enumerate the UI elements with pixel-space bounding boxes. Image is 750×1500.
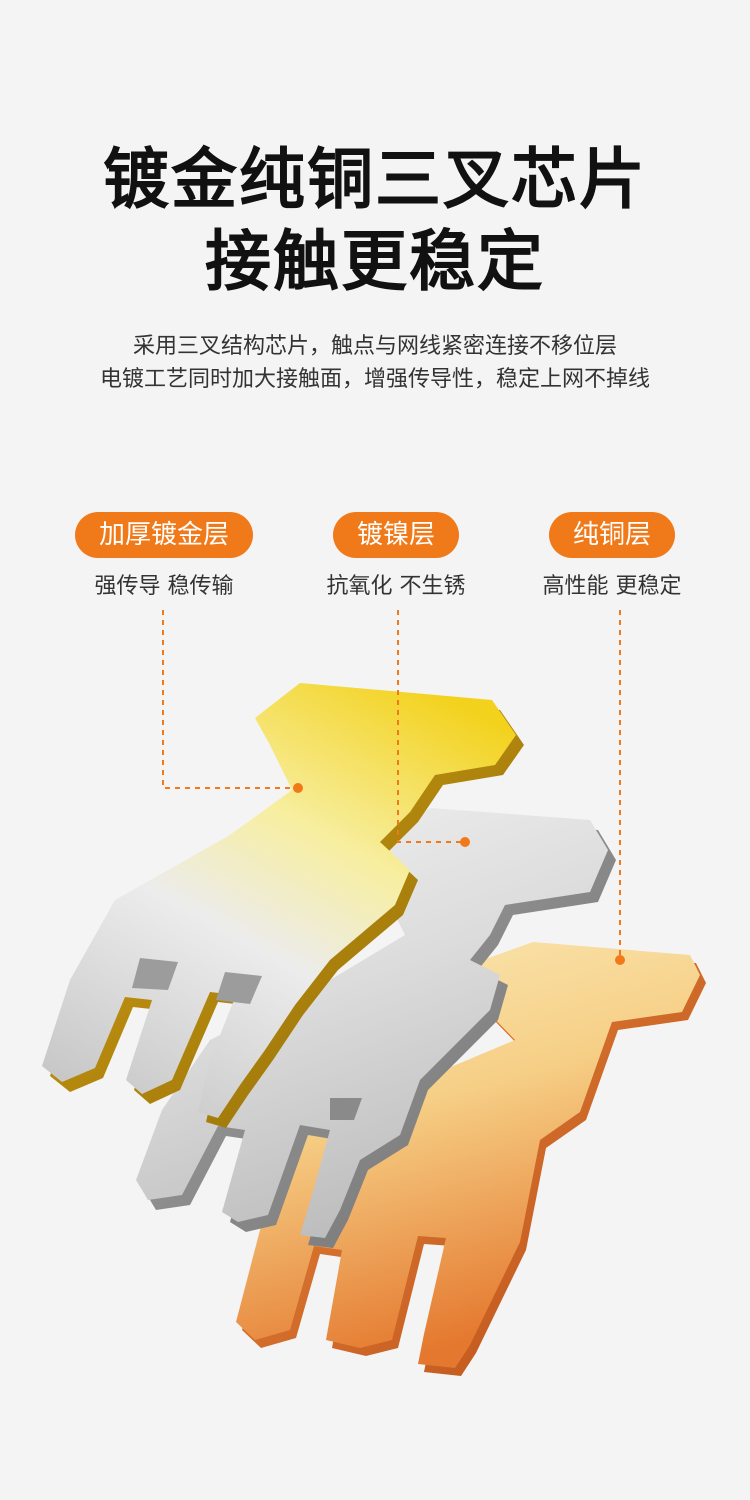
nickel-plate [136,808,616,1248]
chip-layers-illustration [42,610,706,1376]
copper-plate [236,942,706,1376]
headline-line-1: 镀金纯铜三叉芯片 [103,141,647,218]
leader-line-copper [615,610,625,965]
headline-line-2: 接触更稳定 [205,223,545,300]
description-line-2: 电镀工艺同时加大接触面，增强传导性，稳定上网不掉线 [99,367,650,392]
layer-badge-gold: 加厚镀金层 [74,512,253,558]
layer-badge-nickel: 镀镍层 [332,512,459,558]
description-line-1: 采用三叉结构芯片，触点与网线紧密连接不移位层 [132,334,617,359]
leader-line-nickel [397,610,470,847]
layer-badge-copper: 纯铜层 [548,512,675,558]
layer-desc-copper: 高性能 更稳定 [542,574,682,599]
layer-desc-gold: 强传导 稳传输 [94,574,234,599]
layer-callout-gold: 加厚镀金层 强传导 稳传输 [64,512,264,600]
leader-line-gold [162,610,303,793]
layer-desc-nickel: 抗氧化 不生锈 [326,574,466,599]
layer-callout-copper: 纯铜层 高性能 更稳定 [512,512,712,600]
layer-callout-nickel: 镀镍层 抗氧化 不生锈 [296,512,496,600]
